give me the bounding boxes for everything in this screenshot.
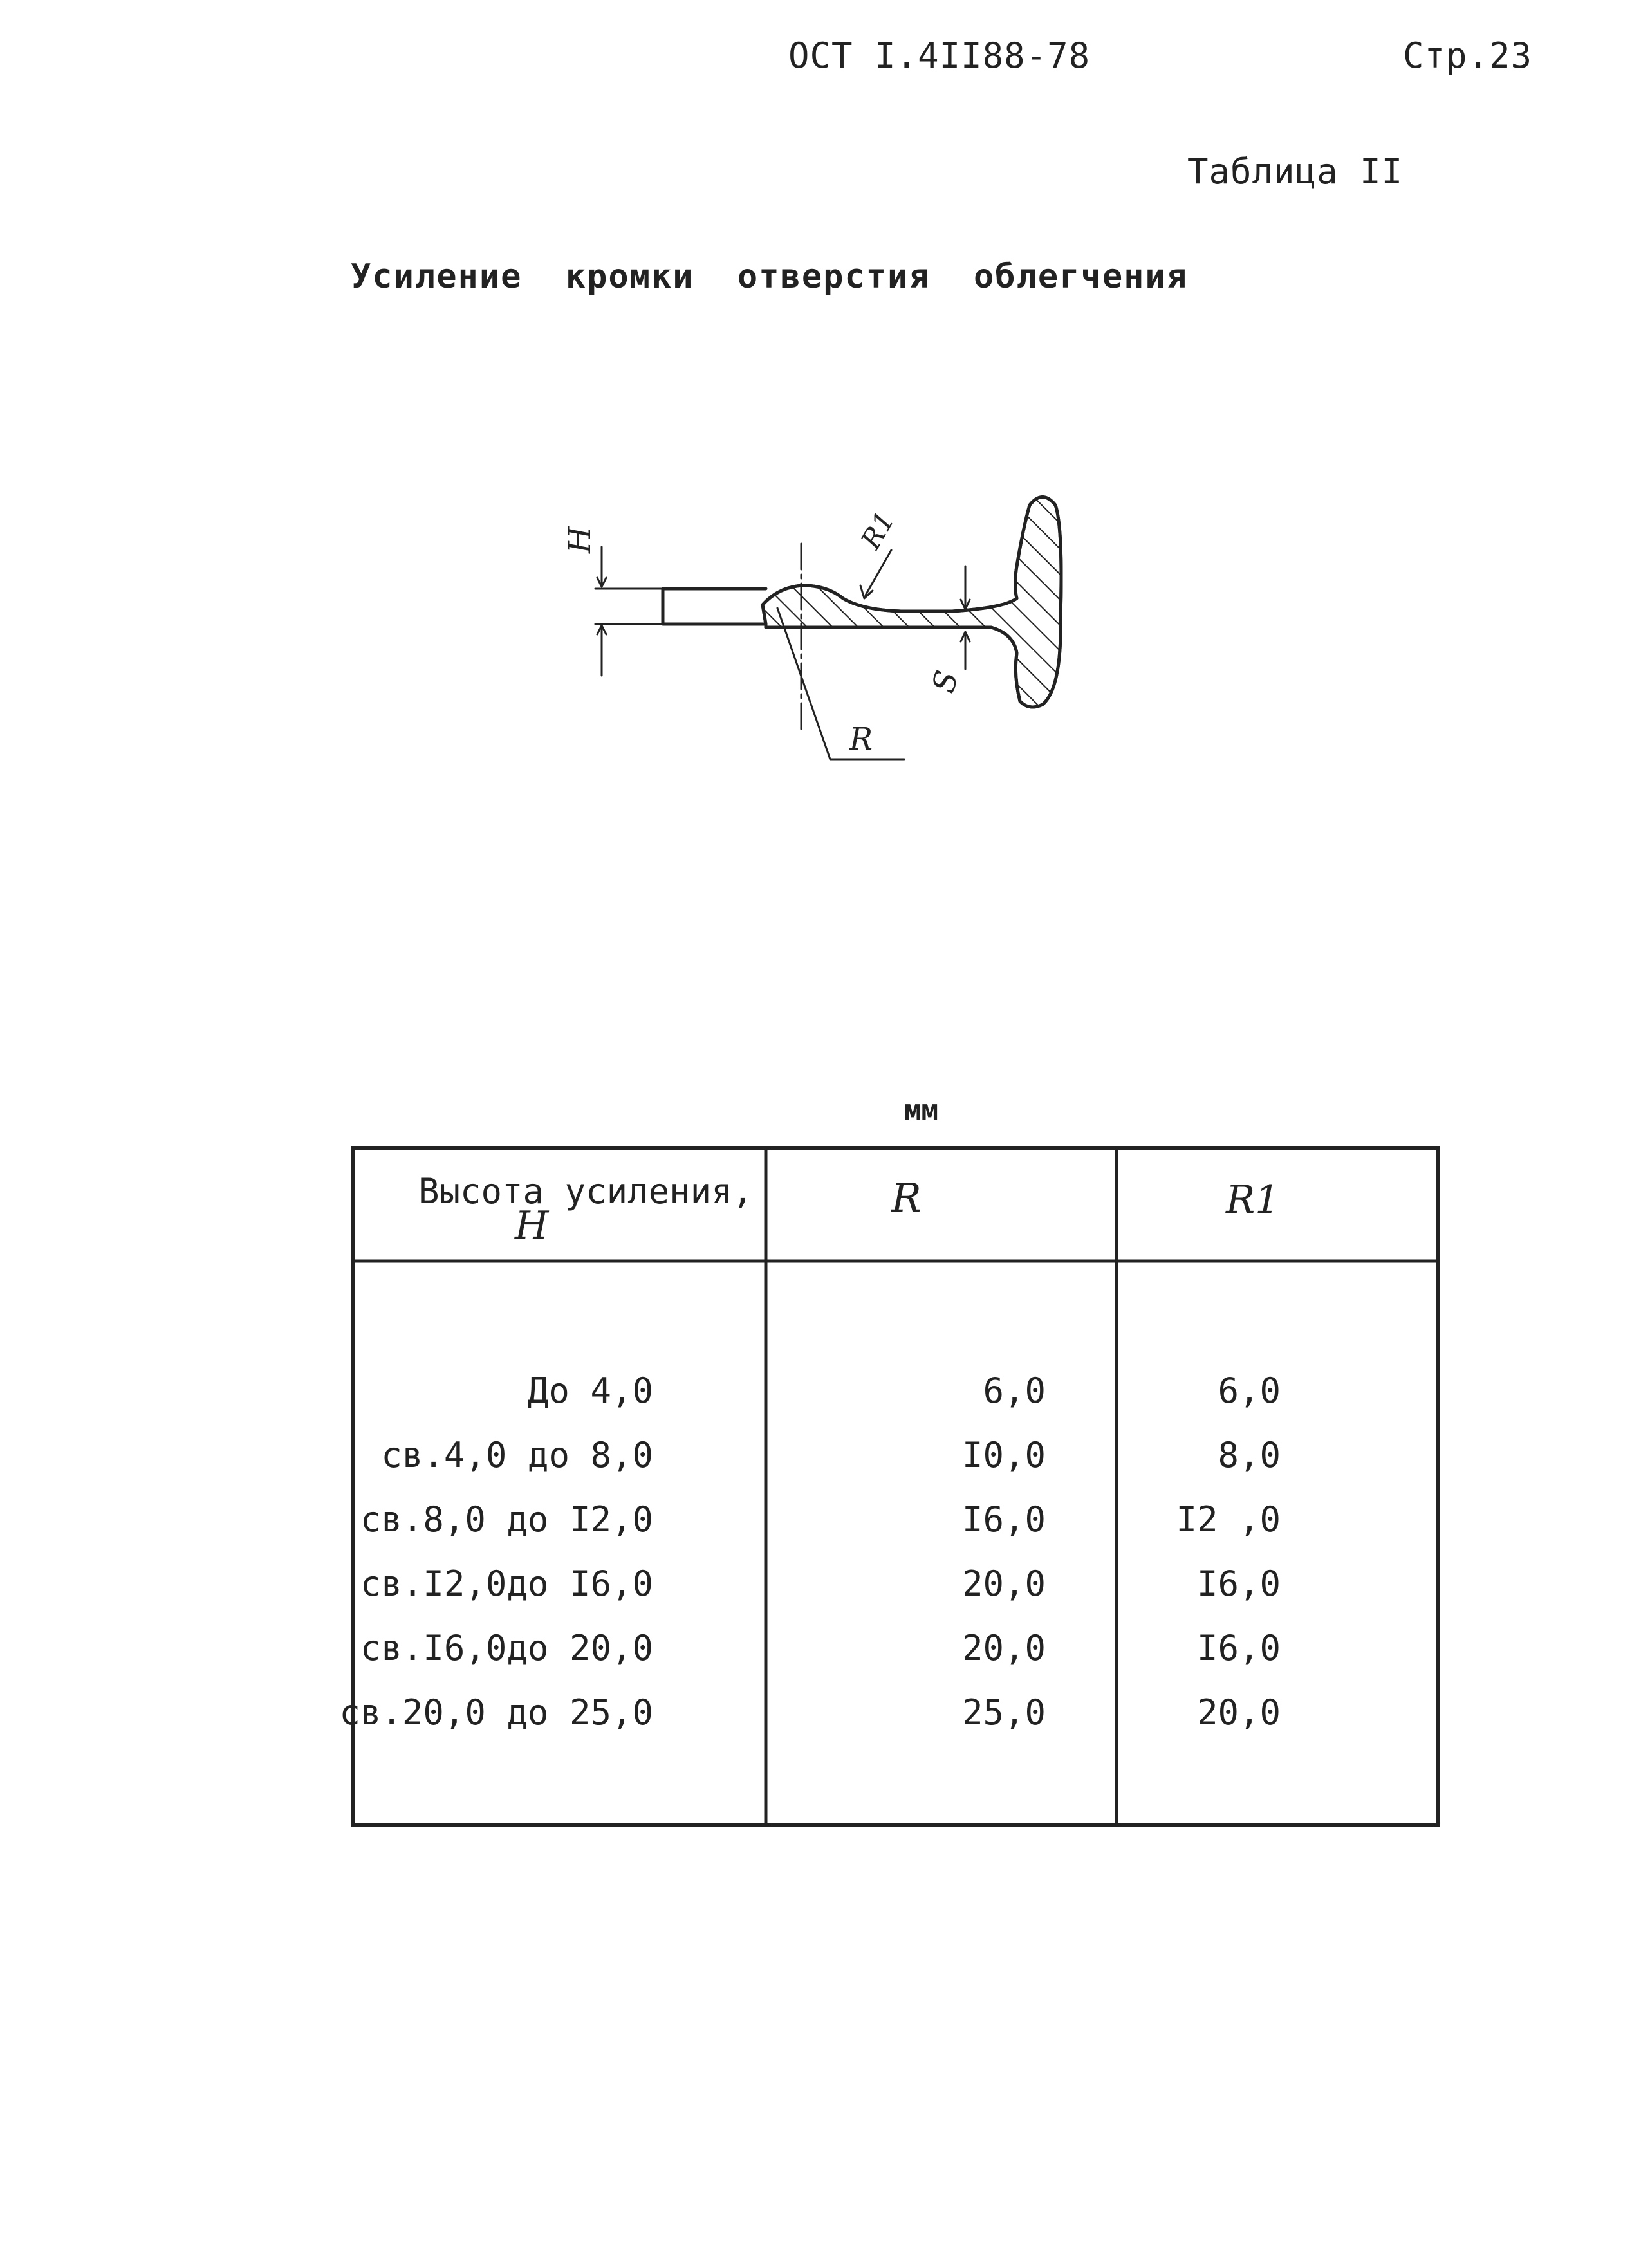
cell-r1: 6,0 [1218, 1370, 1281, 1411]
standard-number: ОСТ I.4II88-78 [788, 35, 1091, 76]
label-r: R [849, 721, 873, 757]
cell-r: 6,0 [983, 1370, 1046, 1411]
cell-r1: 20,0 [1196, 1692, 1281, 1733]
header-height-label: Высота усиления, [418, 1171, 754, 1212]
label-r1: R1 [855, 506, 901, 555]
page-number: Стр.23 [1403, 35, 1533, 76]
cell-r1: I2 ,0 [1176, 1499, 1281, 1540]
cell-r1: I6,0 [1196, 1628, 1281, 1668]
document-title: Усиление кромки отверстия облегчения [351, 257, 1189, 296]
cell-r: 20,0 [961, 1628, 1046, 1668]
table-frame [351, 1146, 1440, 1827]
cell-height: св.4,0 до 8,0 [381, 1435, 653, 1475]
cell-height: св.I6,0до 20,0 [360, 1628, 653, 1668]
cell-height: св.I2,0до I6,0 [360, 1563, 653, 1604]
cell-height: До 4,0 [527, 1370, 653, 1411]
cell-r: I0,0 [961, 1435, 1046, 1475]
cell-height: св.8,0 до I2,0 [360, 1499, 653, 1540]
cell-r: I6,0 [961, 1499, 1046, 1540]
cell-height: св.20,0 до 25,0 [339, 1692, 653, 1733]
label-s: S [925, 667, 966, 697]
cell-r: 20,0 [961, 1563, 1046, 1604]
table-number: Таблица II [1187, 151, 1404, 192]
edge-reinforcement-drawing: H R1 S R [562, 495, 1063, 761]
header-r1: R1 [1226, 1177, 1280, 1222]
header-height-symbol: H [515, 1203, 549, 1248]
header-r: R [891, 1174, 922, 1221]
label-h: H [562, 526, 598, 554]
unit-label: мм [904, 1094, 938, 1127]
cell-r1: 8,0 [1218, 1435, 1281, 1475]
cell-r: 25,0 [961, 1692, 1046, 1733]
cell-r1: I6,0 [1196, 1563, 1281, 1604]
